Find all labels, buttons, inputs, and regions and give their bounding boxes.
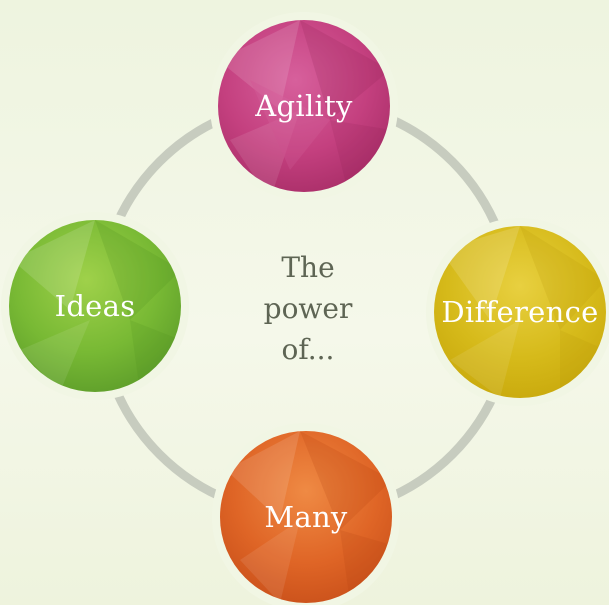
node-ideas: Ideas bbox=[1, 212, 189, 400]
center-caption: The power of... bbox=[264, 251, 353, 366]
node-agility: Agility bbox=[210, 12, 398, 200]
node-difference: Difference bbox=[426, 218, 609, 406]
node-many: Many bbox=[212, 423, 400, 605]
center-line-3: of... bbox=[282, 333, 335, 366]
node-label-agility: Agility bbox=[254, 89, 353, 123]
node-label-ideas: Ideas bbox=[55, 289, 136, 323]
node-label-many: Many bbox=[264, 500, 348, 534]
center-line-2: power bbox=[264, 292, 353, 325]
node-label-difference: Difference bbox=[441, 295, 598, 329]
center-line-1: The bbox=[281, 251, 334, 284]
